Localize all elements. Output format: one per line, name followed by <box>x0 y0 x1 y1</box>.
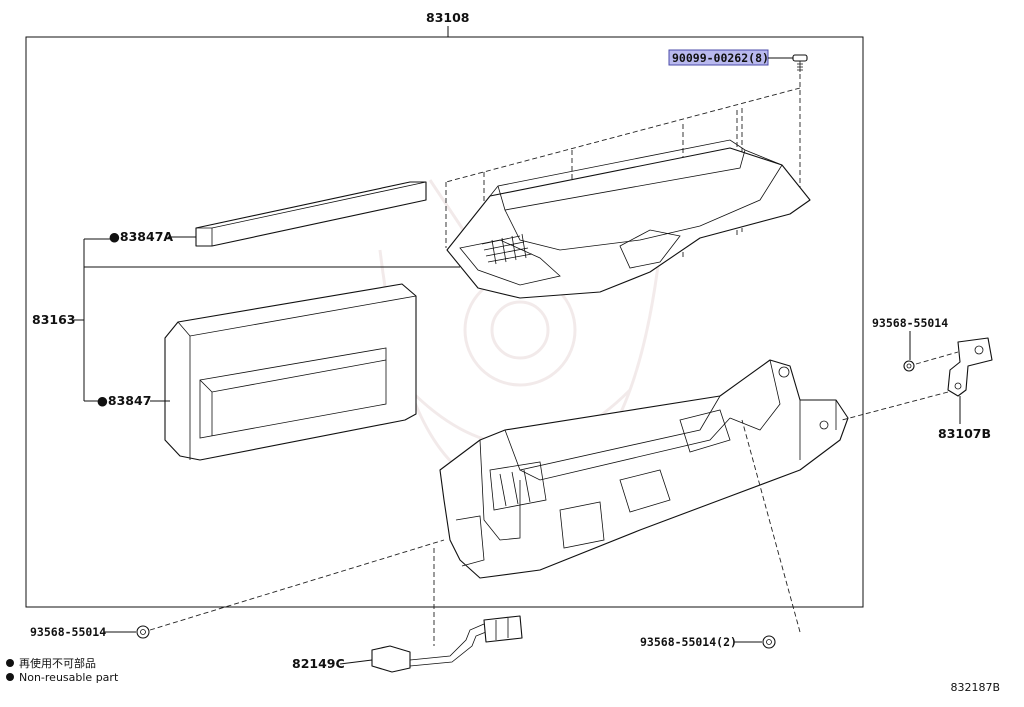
bracket-83107b-part[interactable] <box>947 337 993 397</box>
legend-english: Non-reusable part <box>6 671 118 684</box>
label-83847[interactable]: ●83847 <box>97 393 151 408</box>
assembly-frame <box>25 36 864 608</box>
lower-housing-part[interactable] <box>439 359 849 579</box>
label-83847a[interactable]: ●83847A <box>109 229 173 244</box>
legend-en-text: Non-reusable part <box>19 671 119 684</box>
harness-82149c-part[interactable] <box>371 615 523 673</box>
label-93568-55014-left[interactable]: 93568-55014 <box>30 625 106 639</box>
subassy-bracket <box>74 238 460 402</box>
upper-tray-part[interactable] <box>446 139 811 299</box>
label-93568-55014-2[interactable]: 93568-55014(2) <box>640 635 737 649</box>
label-82149c[interactable]: 82149C <box>292 656 345 671</box>
bullet-icon <box>6 659 14 667</box>
bracket-guide-line <box>841 391 949 421</box>
label-90099-00262[interactable]: 90099-00262(8) <box>672 51 769 65</box>
bolt-right-guide <box>915 351 959 365</box>
bolt-bottom-icon[interactable] <box>762 635 776 649</box>
bolt-left-guide <box>149 539 445 631</box>
label-93568-55014-right[interactable]: 93568-55014 <box>872 316 948 330</box>
tray-grille <box>481 233 533 265</box>
pad-83847a-part[interactable] <box>195 181 427 247</box>
screw-icon[interactable] <box>792 54 808 72</box>
label-83107b[interactable]: 83107B <box>938 426 991 441</box>
legend-japanese: 再使用不可部品 <box>6 655 96 671</box>
bolt-left-icon[interactable] <box>136 625 150 639</box>
label-83163[interactable]: 83163 <box>32 312 76 327</box>
figure-id: 832187B <box>950 681 1000 694</box>
pad-83847-part[interactable] <box>164 283 417 461</box>
label-83108[interactable]: 83108 <box>426 10 470 25</box>
bolt-bottom-guide <box>741 419 801 633</box>
bolt-right-icon[interactable] <box>903 360 915 372</box>
harness-leader <box>339 659 373 665</box>
bullet-icon <box>6 673 14 681</box>
legend-jp-text: 再使用不可部品 <box>19 657 96 670</box>
